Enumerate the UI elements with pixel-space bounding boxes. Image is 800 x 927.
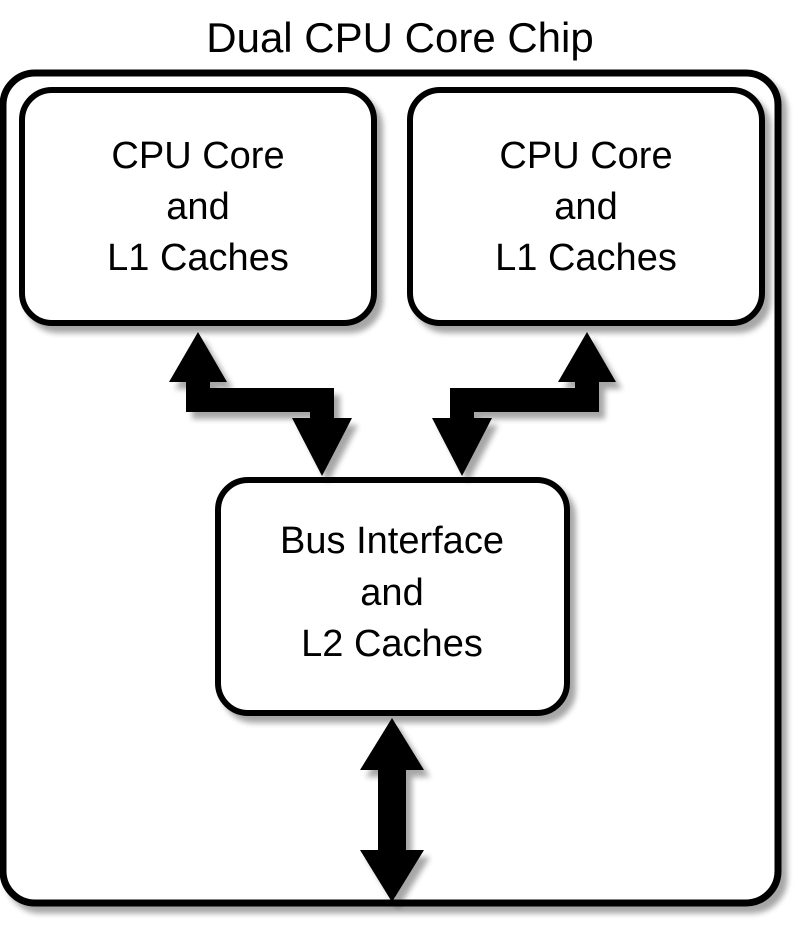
cpu-core-block-left: CPU Core and L1 Caches xyxy=(19,87,377,326)
chip-title: Dual CPU Core Chip xyxy=(206,14,593,61)
bus-interface-block: Bus Interface and L2 Caches xyxy=(215,477,570,716)
cpu-left-line-1: CPU Core xyxy=(111,135,284,177)
cpu-left-line-3: L1 Caches xyxy=(107,237,289,279)
cpu-left-line-2: and xyxy=(166,186,229,228)
bus-line-1: Bus Interface xyxy=(280,520,504,562)
arrow-cpu-left-to-bus xyxy=(169,332,352,476)
arrow-cpu-right-to-bus xyxy=(432,332,616,476)
bus-line-3: L2 Caches xyxy=(301,623,483,665)
cpu-right-line-3: L1 Caches xyxy=(495,237,677,279)
cpu-right-line-2: and xyxy=(554,186,617,228)
cpu-core-block-right: CPU Core and L1 Caches xyxy=(407,87,765,326)
arrow-bus-to-external xyxy=(360,718,424,902)
bus-line-2: and xyxy=(360,572,423,614)
cpu-right-line-1: CPU Core xyxy=(499,135,672,177)
